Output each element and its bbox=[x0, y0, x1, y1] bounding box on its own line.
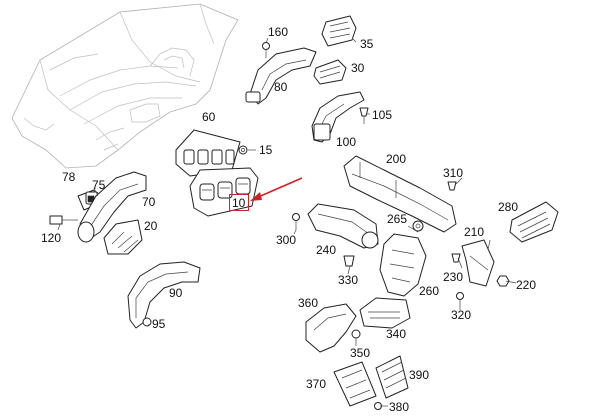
callout-300: 300 bbox=[276, 233, 297, 247]
callout-120: 120 bbox=[41, 231, 62, 245]
callout-310: 310 bbox=[443, 166, 464, 180]
part-15-clip bbox=[238, 145, 248, 155]
callout-360: 360 bbox=[298, 296, 319, 310]
callout-105: 105 bbox=[372, 108, 393, 122]
part-320-screw bbox=[456, 292, 464, 306]
callout-280: 280 bbox=[498, 200, 519, 214]
highlight-box-10 bbox=[229, 194, 249, 211]
part-10-centre-vent bbox=[189, 167, 259, 217]
callout-230: 230 bbox=[443, 270, 464, 284]
part-80-duct bbox=[245, 47, 317, 105]
callout-160: 160 bbox=[268, 25, 289, 39]
part-105-screw bbox=[359, 107, 369, 124]
part-300-screw bbox=[292, 213, 300, 230]
part-280-vent bbox=[509, 201, 559, 243]
callout-350: 350 bbox=[350, 346, 371, 360]
callout-220: 220 bbox=[516, 278, 537, 292]
callout-100: 100 bbox=[336, 135, 357, 149]
callout-78: 78 bbox=[62, 170, 76, 184]
callout-320: 320 bbox=[451, 308, 472, 322]
part-220-nut bbox=[496, 275, 510, 287]
part-340-bracket bbox=[359, 297, 411, 329]
callout-210: 210 bbox=[464, 225, 485, 239]
callout-370: 370 bbox=[306, 377, 327, 391]
part-35-vent bbox=[321, 15, 357, 47]
part-160-clip bbox=[262, 42, 270, 58]
part-210-bracket bbox=[461, 239, 495, 287]
part-330-clip bbox=[343, 255, 355, 267]
callout-340: 340 bbox=[386, 327, 407, 341]
callout-390: 390 bbox=[409, 368, 430, 382]
callout-200: 200 bbox=[386, 152, 407, 166]
leader-lines bbox=[57, 37, 517, 407]
part-240-duct bbox=[307, 203, 379, 249]
pointer-arrow bbox=[250, 177, 303, 201]
callout-10: 10 bbox=[232, 196, 246, 210]
callout-15: 15 bbox=[259, 143, 273, 157]
part-70-duct bbox=[77, 171, 147, 243]
callout-95: 95 bbox=[152, 317, 166, 331]
part-265-clip bbox=[412, 220, 424, 232]
part-350-clip bbox=[351, 329, 361, 339]
part-310-clip bbox=[447, 181, 457, 191]
callout-30: 30 bbox=[351, 61, 365, 75]
callout-70: 70 bbox=[142, 195, 156, 209]
part-120-sensor bbox=[49, 215, 78, 225]
callout-75: 75 bbox=[92, 178, 106, 192]
callout-90: 90 bbox=[169, 286, 183, 300]
part-30-vent bbox=[313, 59, 347, 85]
part-370-panel bbox=[333, 361, 377, 407]
callout-20: 20 bbox=[144, 219, 158, 233]
part-20-bracket bbox=[103, 219, 143, 255]
callout-380: 380 bbox=[389, 400, 410, 414]
callout-60: 60 bbox=[202, 110, 216, 124]
part-260-duct bbox=[379, 233, 427, 297]
part-100-duct bbox=[311, 91, 365, 143]
part-95-clip bbox=[142, 317, 152, 327]
callout-260: 260 bbox=[419, 284, 440, 298]
dashboard-outline bbox=[11, 3, 239, 169]
part-390-grille bbox=[375, 355, 409, 399]
part-230-clip bbox=[451, 253, 461, 263]
callout-80: 80 bbox=[274, 80, 288, 94]
callout-35: 35 bbox=[360, 37, 374, 51]
callout-265: 265 bbox=[387, 212, 408, 226]
callout-330: 330 bbox=[338, 273, 359, 287]
part-360-duct bbox=[305, 303, 357, 353]
callout-240: 240 bbox=[316, 243, 337, 257]
part-200-duct bbox=[343, 155, 457, 233]
